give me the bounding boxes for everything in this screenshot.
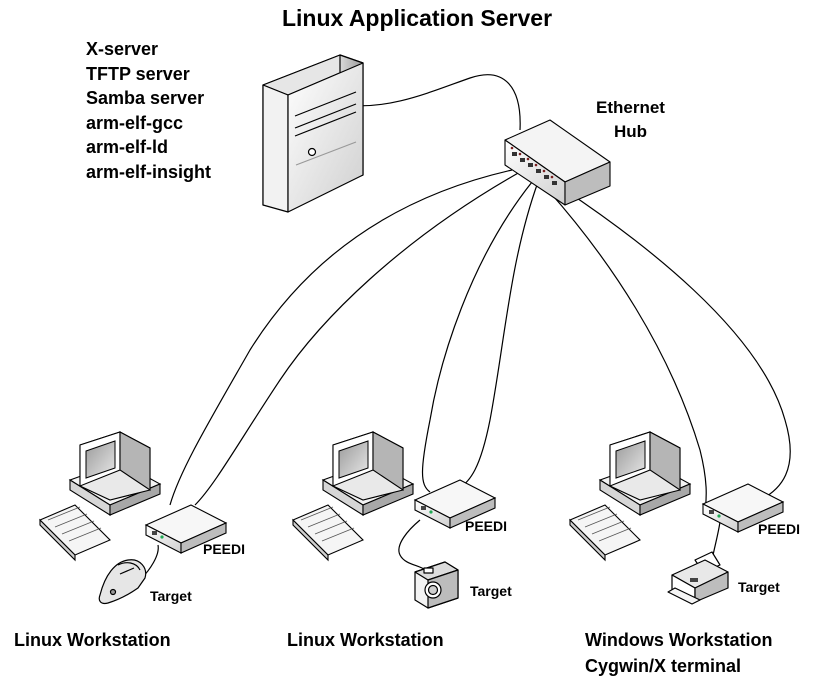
cable-hub-ws1-b xyxy=(194,171,521,506)
cables xyxy=(139,74,791,581)
service-item: TFTP server xyxy=(86,63,190,84)
workstation-label: Linux Workstation xyxy=(14,630,171,650)
target-label: Target xyxy=(150,588,192,604)
hub-label: Ethernet Hub xyxy=(596,96,665,144)
workstation-label-line1: Windows Workstation xyxy=(585,630,773,650)
workstation-3-computer-icon xyxy=(569,431,691,561)
cable-hub-ws3-b xyxy=(561,187,791,501)
workstation-2-computer-icon xyxy=(292,431,414,561)
camera-icon xyxy=(414,561,459,609)
service-item: Samba server xyxy=(86,88,205,109)
workstation-1-computer-icon xyxy=(39,431,161,561)
peedi-label: PEEDI xyxy=(758,521,801,537)
cable-hub-ws2-a xyxy=(421,181,533,493)
target-label: Target xyxy=(470,583,512,599)
diagram-title: Linux Application Server xyxy=(281,5,553,31)
service-item: arm-elf-ld xyxy=(86,137,169,158)
ethernet-hub-icon xyxy=(504,119,611,206)
cable-server-hub xyxy=(344,74,521,131)
cable-hub-ws2-b xyxy=(459,181,539,489)
peedi-label: PEEDI xyxy=(203,541,246,557)
workstation-label-line2: Cygwin/X terminal xyxy=(585,656,742,676)
service-item: arm-elf-gcc xyxy=(86,112,184,133)
service-item: arm-elf-insight xyxy=(86,161,212,182)
target-label: Target xyxy=(738,579,780,595)
hub-label-line2: Hub xyxy=(613,122,647,141)
peedi-label: PEEDI xyxy=(465,518,508,534)
cable-hub-ws3-a xyxy=(547,189,707,516)
phone-icon xyxy=(98,559,147,605)
server-services-list: X-server TFTP server Samba server arm-el… xyxy=(86,37,211,185)
workstation-label: Windows Workstation Cygwin/X terminal xyxy=(585,627,773,679)
service-item: X-server xyxy=(86,39,159,59)
hub-label-line1: Ethernet xyxy=(596,98,665,117)
workstation-label: Linux Workstation xyxy=(287,630,444,650)
cable-hub-ws1-a xyxy=(169,169,513,506)
printer-icon xyxy=(667,551,729,605)
cable-peedi2-target xyxy=(398,519,426,571)
server-tower-icon xyxy=(262,54,364,213)
